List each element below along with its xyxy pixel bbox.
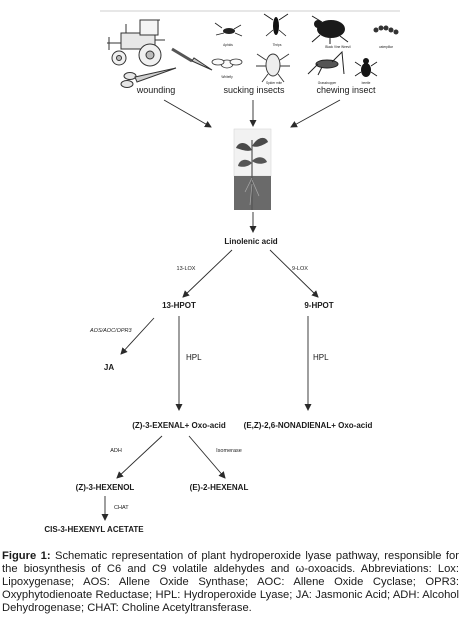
grasshopper-icon: [307, 50, 345, 76]
grasshopper-label: Grasshopper: [318, 81, 337, 85]
figure-label: Figure 1:: [2, 550, 51, 562]
thrips-label: Thrips: [273, 43, 282, 47]
e2-hexenal-node: (E)-2-HEXENAL: [190, 483, 249, 492]
caption-text: Schematic representation of plant hydrop…: [2, 550, 459, 614]
arrow-exenal-to-e2hexenal: [188, 435, 226, 479]
beetle-icon: [354, 58, 378, 77]
chat-enzyme-label: CHAT: [114, 505, 129, 511]
figure-caption: Figure 1: Schematic representation of pl…: [2, 550, 459, 615]
caterpillar-label: caterpillar: [379, 45, 394, 49]
aphids-label: Aphids: [223, 43, 233, 47]
whitefly-label: Whitefly: [221, 75, 233, 79]
sucking-insects-label: sucking insects: [223, 85, 285, 95]
thrips-icon: [263, 13, 289, 37]
hpot9-node: 9-HPOT: [304, 301, 333, 310]
beetle-label: beetle: [362, 81, 371, 85]
z3-exenal-oxo-acid-node: (Z)-3-EXENAL+ Oxo-acid: [132, 421, 226, 430]
lox13-enzyme-label: 13-LOX: [177, 266, 196, 272]
aos-aoc-opr3-enzyme-label: AOS/AOC/OPR3: [89, 328, 133, 334]
arrow-exenal-to-hexenol: [116, 435, 163, 479]
black-vine-weevil-label: Black Vine Weevil: [325, 45, 351, 49]
black-vine-weevil-icon: [311, 15, 349, 44]
wounding-label: wounding: [136, 85, 176, 95]
hpl-right-enzyme-label: HPL: [313, 353, 329, 362]
pathway-diagram: Aphids Thrips Whitefly Spider mite Black…: [44, 10, 400, 534]
lox9-enzyme-label: 9-LOX: [292, 266, 308, 272]
arrow-13hpot-to-ja: [120, 317, 155, 355]
hpl-left-enzyme-label: HPL: [186, 353, 202, 362]
adh-enzyme-label: ADH: [110, 448, 122, 454]
arrow-wounding-to-plant: [163, 99, 212, 128]
scissors-illustration: [120, 67, 177, 88]
chewing-insect-label: chewing insect: [316, 85, 376, 95]
aphids-icon: [214, 22, 243, 37]
caterpillar-icon: [373, 25, 399, 35]
z3-hexenol-node: (Z)-3-HEXENOL: [76, 483, 135, 492]
arrow-linolenic-to-9hpot: [269, 249, 319, 298]
ja-node: JA: [104, 363, 114, 372]
plant-seedling-illustration: [233, 128, 272, 210]
tractor-illustration: [107, 19, 165, 67]
ez-nonadienal-oxo-acid-node: (E,Z)-2,6-NONADIENAL+ Oxo-acid: [244, 421, 373, 430]
hpot13-node: 13-HPOT: [162, 301, 196, 310]
arrow-linolenic-to-13hpot: [182, 249, 233, 298]
knife-illustration: [171, 47, 213, 71]
cis3-hexenyl-acetate-node: CIS-3-HEXENYL ACETATE: [44, 525, 144, 534]
linolenic-acid-node: Linolenic acid: [224, 237, 277, 246]
whitefly-icon: [211, 58, 243, 69]
spider-mite-label: Spider mite: [266, 81, 282, 85]
arrow-chewing-to-plant: [290, 99, 341, 128]
spider-mite-icon: [256, 53, 290, 83]
isomerase-enzyme-label: Isomerase: [216, 448, 242, 454]
